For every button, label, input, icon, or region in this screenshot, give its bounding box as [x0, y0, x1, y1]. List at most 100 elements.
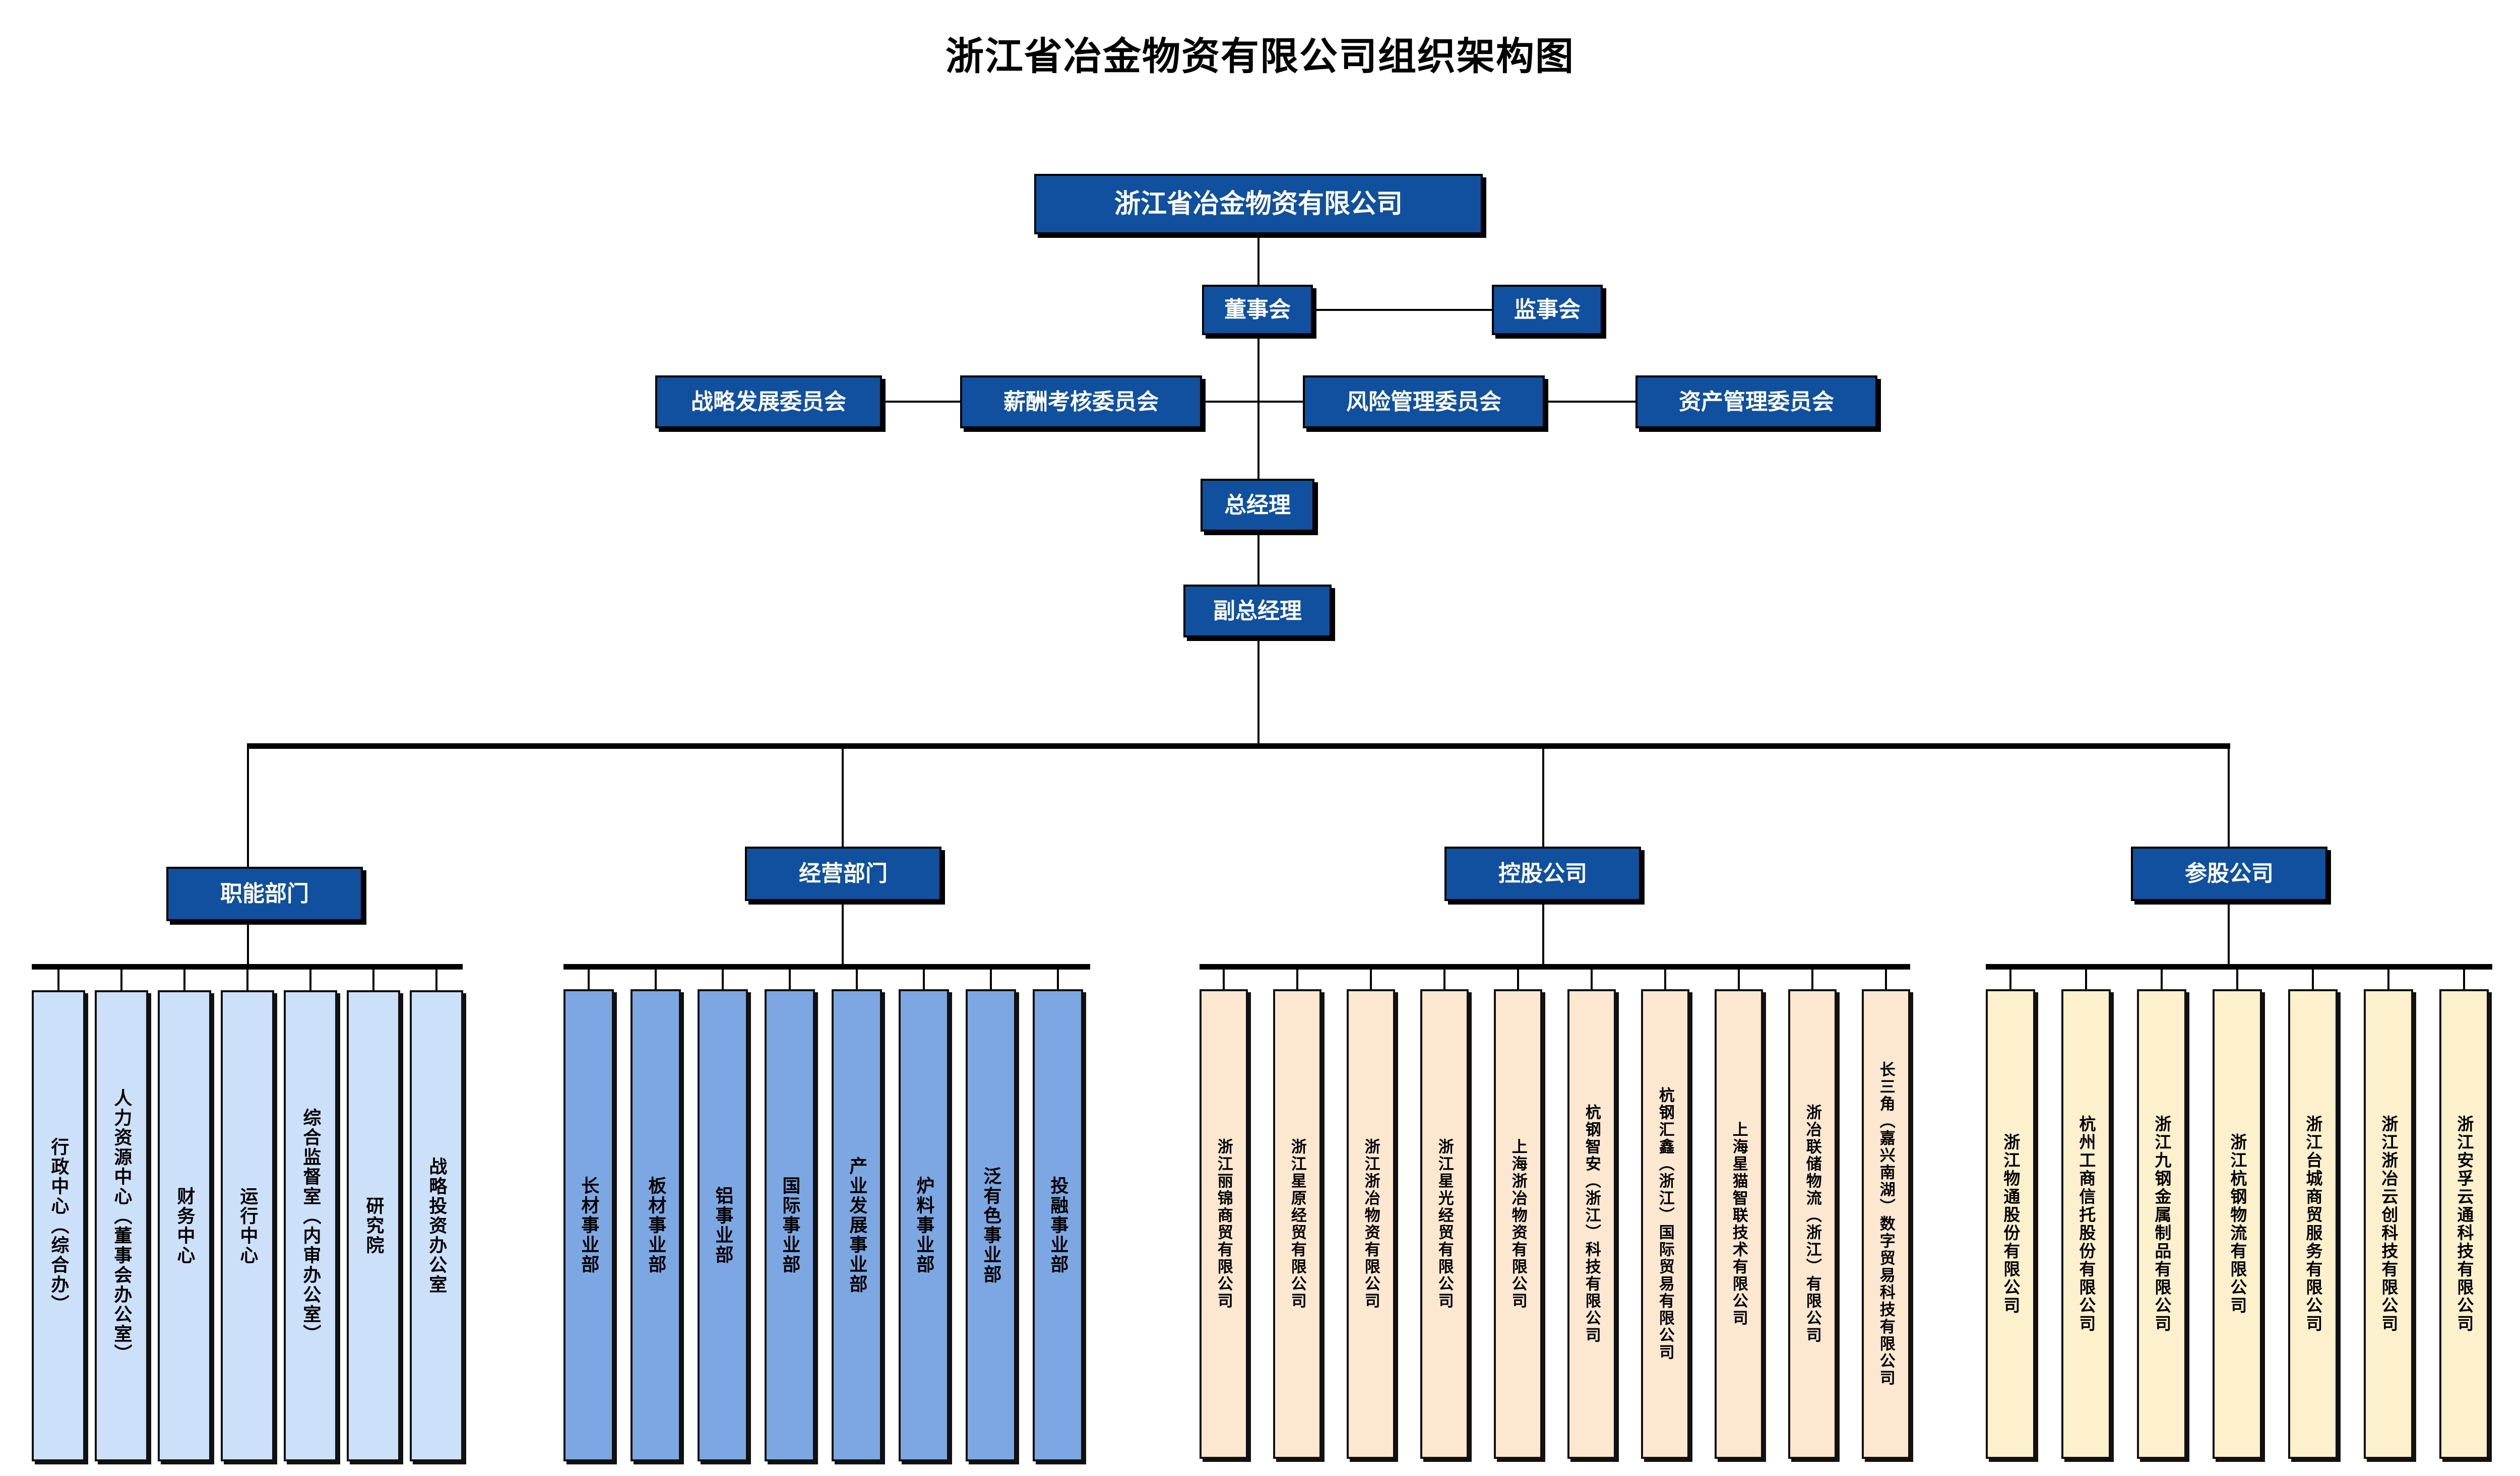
leaf-business-5-label: 炉料事业部: [914, 1176, 935, 1274]
group-header-holding[interactable]: 控股公司: [1444, 847, 1641, 901]
leaf-functional-2-label: 财务中心: [174, 1186, 196, 1265]
group-bus-holding: [1200, 964, 1910, 970]
leaf-holding-8[interactable]: 浙冶联储物流（浙江）有限公司: [1788, 989, 1837, 1459]
leaf-holding-2-label: 浙江浙冶物资有限公司: [1362, 1138, 1380, 1310]
leaf-business-4[interactable]: 产业发展事业部: [832, 989, 882, 1461]
leaf-business-2[interactable]: 铝事业部: [698, 989, 748, 1461]
leaf-functional-4[interactable]: 综合监督室（内审办公室）: [284, 990, 337, 1461]
leaf-participating-6[interactable]: 浙江安孚云通科技有限公司: [2439, 989, 2489, 1459]
connector-participating-groupbus: [2228, 901, 2230, 964]
connector-business-groupbus: [842, 901, 844, 964]
leaf-holding-5-label: 杭钢智安（浙江）科技有限公司: [1583, 1104, 1601, 1344]
connector-participating-leaf-3: [2236, 964, 2238, 989]
leaf-functional-6[interactable]: 战略投资办公室: [410, 990, 463, 1461]
connector-participating-leaf-6: [2463, 964, 2465, 989]
connector-mainbus-participating: [2228, 743, 2230, 847]
connector-functional-leaf-2: [183, 964, 185, 990]
node-board[interactable]: 董事会: [1202, 285, 1313, 335]
connector-business-leaf-7: [1057, 964, 1059, 989]
connector-holding-leaf-3: [1443, 964, 1445, 989]
leaf-functional-6-label: 战略投资办公室: [426, 1157, 448, 1295]
node-committee-1[interactable]: 薪酬考核委员会: [960, 375, 1202, 428]
group-header-functional-label: 职能部门: [220, 881, 309, 907]
leaf-business-7[interactable]: 投融事业部: [1033, 989, 1083, 1461]
leaf-holding-9[interactable]: 长三角（嘉兴南湖）数字贸易科技有限公司: [1862, 989, 1910, 1459]
connector-functional-leaf-0: [57, 964, 59, 990]
connector-business-leaf-3: [789, 964, 791, 989]
leaf-participating-1-label: 杭州工商信托股份有限公司: [2076, 1115, 2096, 1333]
connector-mainbus-holding: [1542, 743, 1544, 847]
connector-participating-leaf-5: [2387, 964, 2389, 989]
leaf-holding-4[interactable]: 上海浙冶物资有限公司: [1494, 989, 1542, 1459]
connector-business-leaf-2: [722, 964, 724, 989]
node-committee-2[interactable]: 风险管理委员会: [1303, 375, 1545, 428]
leaf-functional-5-label: 研究院: [363, 1196, 385, 1255]
leaf-business-1[interactable]: 板材事业部: [631, 989, 681, 1461]
connector-holding-leaf-5: [1591, 964, 1593, 989]
node-company[interactable]: 浙江省冶金物资有限公司: [1034, 174, 1483, 234]
leaf-business-6-label: 泛有色事业部: [981, 1166, 1002, 1285]
connector-mainbus-functional: [247, 743, 249, 867]
leaf-holding-4-label: 上海浙冶物资有限公司: [1509, 1138, 1527, 1310]
connector-functional-groupbus: [247, 921, 249, 964]
connector-gm-dgm: [1257, 532, 1259, 585]
leaf-business-0[interactable]: 长材事业部: [563, 989, 614, 1461]
leaf-business-6[interactable]: 泛有色事业部: [966, 989, 1016, 1461]
node-general-manager-label: 总经理: [1224, 492, 1291, 518]
leaf-functional-1[interactable]: 人力资源中心（董事会办公室）: [95, 990, 148, 1461]
leaf-holding-1[interactable]: 浙江星原经贸有限公司: [1273, 989, 1321, 1459]
leaf-holding-3-label: 浙江星光经贸有限公司: [1435, 1138, 1454, 1310]
leaf-participating-4-label: 浙江台城商贸服务有限公司: [2303, 1115, 2322, 1333]
leaf-participating-4[interactable]: 浙江台城商贸服务有限公司: [2288, 989, 2338, 1459]
connector-holding-leaf-4: [1517, 964, 1519, 989]
leaf-participating-5[interactable]: 浙江浙冶云创科技有限公司: [2364, 989, 2413, 1459]
connector-business-leaf-6: [990, 964, 992, 989]
group-header-business[interactable]: 经营部门: [745, 847, 941, 901]
group-header-participating[interactable]: 参股公司: [2131, 847, 2327, 901]
leaf-participating-1[interactable]: 杭州工商信托股份有限公司: [2061, 989, 2111, 1459]
group-header-business-label: 经营部门: [799, 861, 888, 886]
leaf-functional-5[interactable]: 研究院: [347, 990, 400, 1461]
leaf-participating-2[interactable]: 浙江九钢金属制品有限公司: [2137, 989, 2186, 1459]
connector-holding-leaf-1: [1296, 964, 1298, 989]
leaf-functional-2[interactable]: 财务中心: [158, 990, 211, 1461]
leaf-holding-0[interactable]: 浙江丽锦商贸有限公司: [1200, 989, 1248, 1459]
node-committee-1-label: 薪酬考核委员会: [1003, 389, 1159, 414]
connector-participating-leaf-4: [2312, 964, 2314, 989]
leaf-business-4-label: 产业发展事业部: [847, 1157, 868, 1294]
connector-holding-groupbus: [1542, 901, 1544, 964]
leaf-business-1-label: 板材事业部: [646, 1176, 667, 1274]
leaf-holding-6[interactable]: 杭钢汇鑫（浙江）国际贸易有限公司: [1641, 989, 1689, 1459]
connector-board-supervisory: [1313, 309, 1492, 311]
main-bus: [247, 743, 2230, 749]
leaf-functional-0[interactable]: 行政中心（综合办）: [32, 990, 85, 1461]
leaf-business-5[interactable]: 炉料事业部: [899, 989, 949, 1461]
leaf-holding-7[interactable]: 上海星猫智联技术有限公司: [1715, 989, 1763, 1459]
leaf-holding-3[interactable]: 浙江星光经贸有限公司: [1420, 989, 1469, 1459]
connector-committee-2-3: [1545, 401, 1635, 403]
group-bus-participating: [1986, 964, 2492, 970]
connector-company-board: [1257, 234, 1259, 285]
leaf-business-3[interactable]: 国际事业部: [765, 989, 815, 1461]
node-company-label: 浙江省冶金物资有限公司: [1114, 189, 1403, 219]
leaf-holding-2[interactable]: 浙江浙冶物资有限公司: [1347, 989, 1395, 1459]
node-supervisory-board[interactable]: 监事会: [1492, 285, 1603, 335]
leaf-holding-6-label: 杭钢汇鑫（浙江）国际贸易有限公司: [1656, 1087, 1674, 1361]
node-committee-0[interactable]: 战略发展委员会: [655, 375, 882, 428]
node-supervisory-board-label: 监事会: [1514, 297, 1581, 323]
connector-participating-leaf-0: [2009, 964, 2011, 989]
group-header-functional[interactable]: 职能部门: [166, 867, 363, 921]
node-committee-3-label: 资产管理委员会: [1679, 389, 1834, 414]
node-deputy-general-manager[interactable]: 副总经理: [1183, 585, 1332, 637]
group-bus-business: [563, 964, 1090, 970]
leaf-holding-0-label: 浙江丽锦商贸有限公司: [1215, 1138, 1233, 1310]
leaf-functional-3[interactable]: 运行中心: [221, 990, 274, 1461]
connector-committee-1-spine: [1202, 401, 1303, 403]
leaf-participating-3[interactable]: 浙江杭钢物流有限公司: [2213, 989, 2262, 1459]
leaf-holding-5[interactable]: 杭钢智安（浙江）科技有限公司: [1567, 989, 1616, 1459]
leaf-participating-0[interactable]: 浙江物通股份有限公司: [1986, 989, 2035, 1459]
node-committee-3[interactable]: 资产管理委员会: [1635, 375, 1877, 428]
leaf-holding-8-label: 浙冶联储物流（浙江）有限公司: [1803, 1104, 1821, 1344]
node-general-manager[interactable]: 总经理: [1201, 479, 1314, 532]
connector-functional-leaf-4: [309, 964, 311, 990]
